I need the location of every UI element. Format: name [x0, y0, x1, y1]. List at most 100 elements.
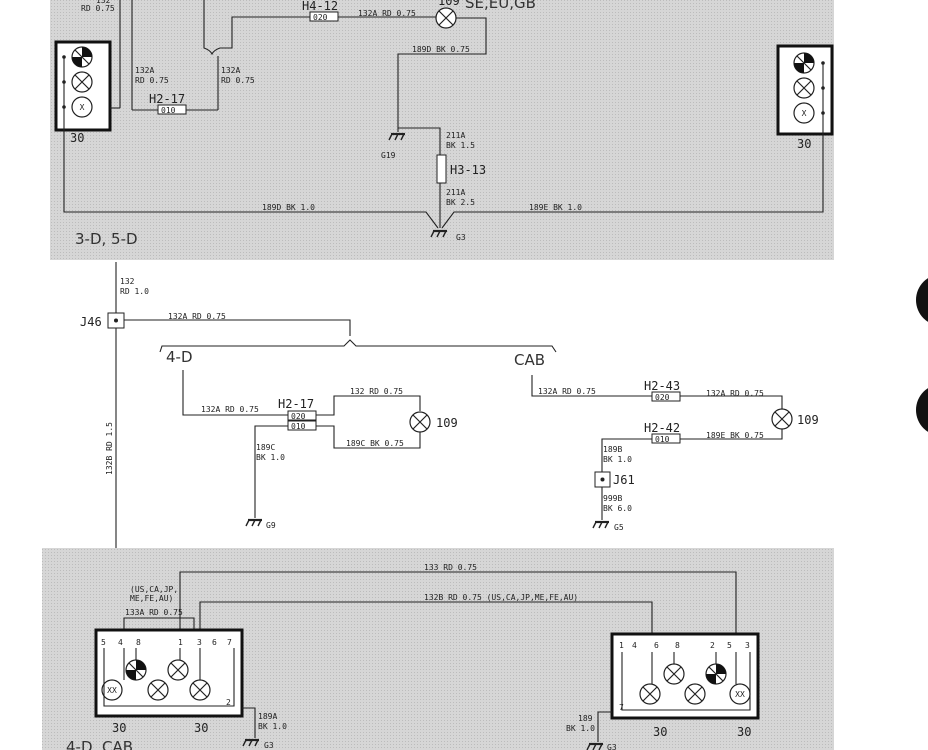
lamp-icon	[435, 7, 457, 29]
wire-label: 132A RD 0.75	[358, 9, 416, 18]
ground-icon	[591, 520, 611, 530]
wire-label: 132B RD 0.75 (US,CA,JP,ME,FE,AU)	[424, 593, 578, 602]
lamp-icon	[147, 679, 169, 701]
svg-text:X: X	[802, 109, 807, 118]
pin-label: 2	[226, 698, 231, 707]
wire-label: 133 RD 0.75	[424, 563, 477, 572]
top-panel-background	[50, 0, 834, 260]
wire-label: 132A RD 0.75	[168, 312, 226, 321]
svg-text:4: 4	[632, 641, 637, 650]
svg-text:3: 3	[197, 638, 202, 647]
connector-pins: 010	[291, 422, 306, 431]
lamp-icon	[167, 659, 189, 681]
lamp-109-label: 109	[436, 416, 458, 430]
connector-h2-42-label: H2-42	[644, 421, 680, 435]
wire-label: 132A RD 0.75	[706, 389, 764, 398]
ground-g3-label: G3	[456, 233, 466, 242]
binder-hole-icon	[916, 278, 928, 322]
lamp-icon	[189, 679, 211, 701]
connector-h2-43-label: H2-43	[644, 379, 680, 393]
ground-g5-label: G5	[614, 523, 624, 532]
wire-label: RD 0.75	[221, 76, 255, 85]
svg-text:XX: XX	[107, 686, 117, 695]
connector-h3-13-label: H3-13	[450, 163, 486, 177]
wire-label: BK 1.5	[446, 141, 475, 150]
wire-label: 132	[120, 277, 135, 286]
connector-h4-12-label: H4-12	[302, 0, 338, 13]
wire-label: 132A	[135, 66, 154, 75]
wire-label: 133A RD 0.75	[125, 608, 183, 617]
svg-text:6: 6	[212, 638, 217, 647]
svg-text:8: 8	[675, 641, 680, 650]
ground-g3-label: G3	[607, 743, 617, 750]
connector-h2-17-label: H2-17	[278, 397, 314, 411]
wire-label: RD 0.75	[135, 76, 169, 85]
pin-label: 7	[619, 703, 624, 712]
ground-g9-label: G9	[266, 521, 276, 530]
variant-label: 3-D, 5-D	[75, 230, 138, 248]
branch-brace	[159, 339, 557, 353]
corner-wire-id: 132	[96, 0, 111, 5]
lamp-xx-icon: XX	[101, 679, 123, 701]
lamp-x-icon: X	[71, 96, 93, 118]
wire-label: 999B	[603, 494, 622, 503]
wire-label: BK 6.0	[603, 504, 632, 513]
lamp-icon	[771, 408, 793, 430]
lamp-number: 30	[194, 721, 208, 735]
wire-label: 189C BK 0.75	[346, 439, 404, 448]
wire-label: 132A RD 0.75	[538, 387, 596, 396]
lamp-number: 30	[737, 725, 751, 739]
svg-text:4: 4	[118, 638, 123, 647]
region-note: ME,FE,AU)	[130, 594, 173, 603]
svg-text:2: 2	[710, 641, 715, 650]
wire-label: 132 RD 0.75	[350, 387, 403, 396]
ground-g3-label: G3	[264, 741, 274, 750]
wire-label: BK 1.0	[258, 722, 287, 731]
connector-pins: 020	[313, 13, 328, 22]
wire-label: BK 1.0	[603, 455, 632, 464]
left-lamp-number: 30	[70, 131, 84, 145]
wire-label: BK 2.5	[446, 198, 475, 207]
svg-text:XX: XX	[735, 690, 745, 699]
wire-label: BK 1.0	[566, 724, 595, 733]
lamp-109-label: 109	[438, 0, 460, 8]
connector-pins: 020	[291, 412, 306, 421]
svg-text:8: 8	[136, 638, 141, 647]
lamp-109-label: 109	[797, 413, 819, 427]
connector-h3-13	[436, 154, 447, 184]
variant-4d-label: 4-D	[166, 348, 193, 366]
connector-h2-17-label: H2-17	[149, 92, 185, 106]
binder-hole-icon	[916, 388, 928, 432]
lamp-filled-icon	[793, 52, 815, 74]
lamp-region-label: SE,EU,GB	[465, 0, 536, 12]
lamp-icon	[684, 683, 706, 705]
lamp-number: 30	[112, 721, 126, 735]
wire-label: BK 1.0	[256, 453, 285, 462]
svg-text:3: 3	[745, 641, 750, 650]
wire-label: 189A	[258, 712, 277, 721]
svg-text:7: 7	[227, 638, 232, 647]
svg-text:1: 1	[178, 638, 183, 647]
ground-icon	[244, 518, 264, 528]
wire-label: 189B	[603, 445, 622, 454]
lamp-icon	[71, 71, 93, 93]
ground-g19-label: G19	[381, 151, 396, 160]
lamp-number: 30	[653, 725, 667, 739]
wire-label: 132A	[221, 66, 240, 75]
wire-label: 189E BK 1.0	[529, 203, 582, 212]
left-taillight-assembly: X 30	[54, 40, 112, 145]
region-note: (US,CA,JP,	[130, 585, 178, 594]
rear-left-lamp-assembly: 5 4 8 1 3 6 7 XX	[94, 628, 244, 735]
variant-cab-label: CAB	[514, 351, 545, 369]
lamp-icon	[663, 663, 685, 685]
wire-label: 189D BK 0.75	[412, 45, 470, 54]
junction-j61-label: J61	[613, 473, 635, 487]
right-lamp-number: 30	[797, 137, 811, 151]
lamp-icon	[639, 683, 661, 705]
corner-wire-label: RD 0.75	[81, 4, 115, 13]
wire-label: 211A	[446, 131, 465, 140]
wire-label: 132B RD 1.5	[105, 422, 114, 475]
wire-label: 132A RD 0.75	[201, 405, 259, 414]
